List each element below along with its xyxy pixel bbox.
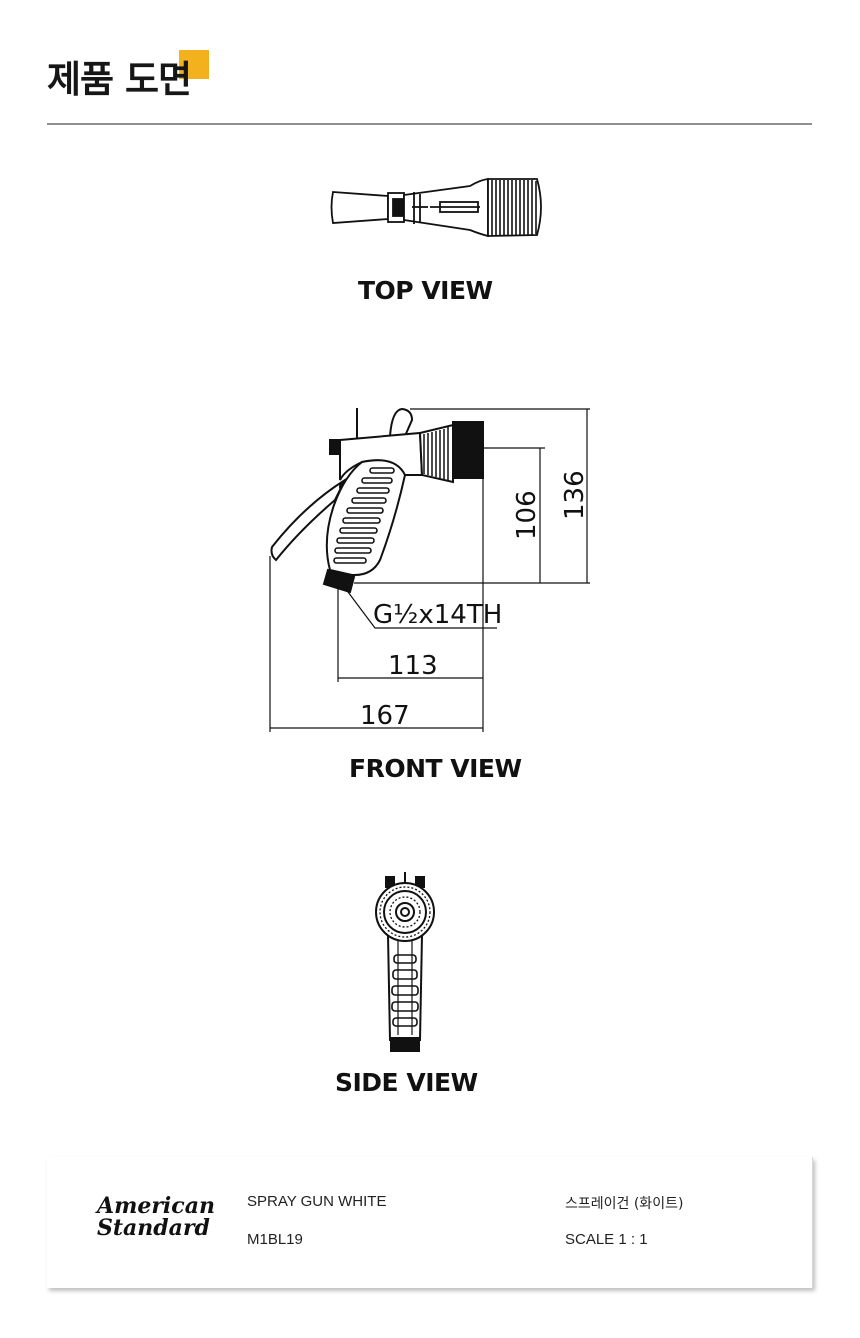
side-view-label: SIDE VIEW: [335, 1068, 478, 1097]
dimension-167: 167: [360, 701, 410, 731]
front-view-label: FRONT VIEW: [349, 754, 522, 783]
product-name-ko: 스프레이건 (화이트): [565, 1196, 684, 1212]
drawing-scale: SCALE 1 : 1: [565, 1231, 648, 1248]
side-view-spray-gun: [375, 872, 435, 1052]
dimension-thread: G½x14TH: [373, 600, 502, 630]
page-title: 제품 도면: [47, 58, 192, 101]
product-code: M1BL19: [247, 1231, 303, 1248]
title-divider: [47, 123, 812, 125]
dimension-106: 106: [512, 490, 542, 540]
product-info-card: American Standard SPRAY GUN WHITE M1BL19…: [47, 1157, 813, 1288]
brand-line-2: Standard: [97, 1215, 210, 1241]
dimension-136: 136: [560, 470, 590, 520]
american-standard-logo: American Standard: [97, 1195, 215, 1239]
product-name-en: SPRAY GUN WHITE: [247, 1193, 387, 1210]
front-view-dimension-lines: [269, 408, 590, 732]
top-view-spray-gun: [330, 177, 542, 238]
brand-line-1: American: [97, 1193, 215, 1219]
dimension-113: 113: [388, 651, 438, 681]
front-view-spray-gun: [270, 407, 484, 594]
page-header: 제품 도면: [47, 50, 209, 110]
top-view-label: TOP VIEW: [358, 276, 493, 305]
title-accent-block: [179, 50, 209, 79]
